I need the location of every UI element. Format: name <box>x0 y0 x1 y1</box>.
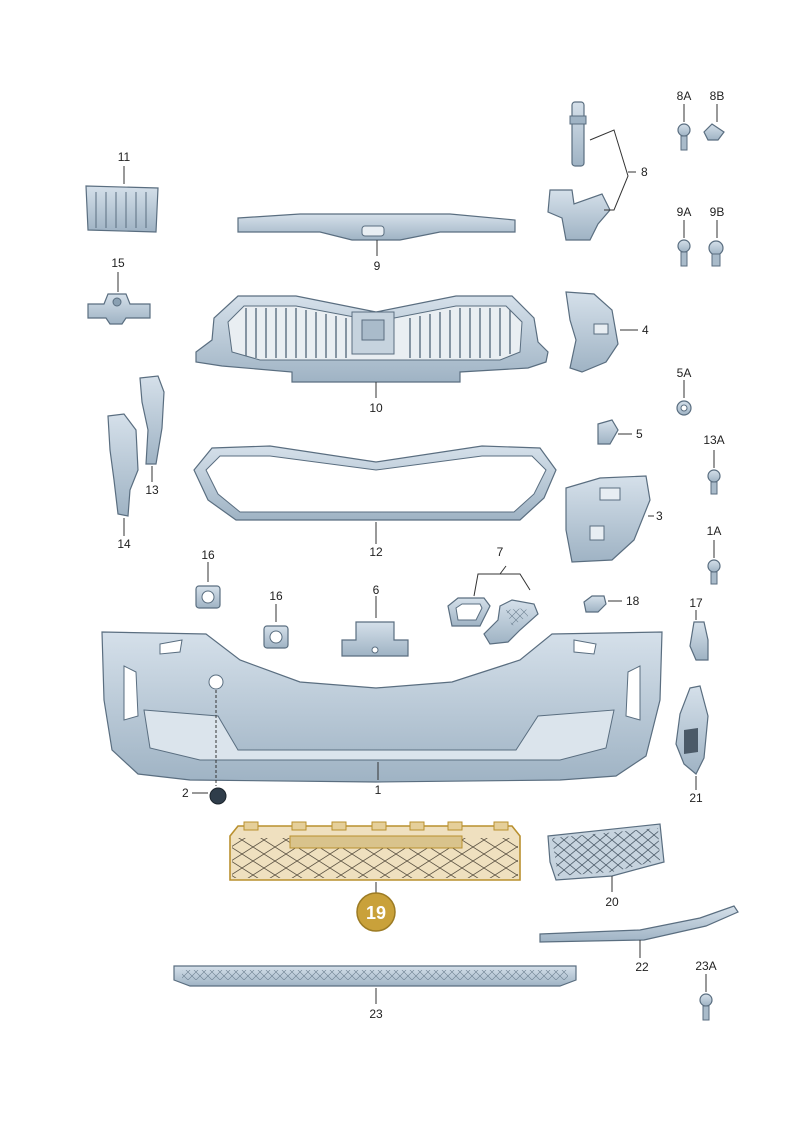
part-13a-screw <box>707 469 721 495</box>
part-6-sensor-bracket <box>341 621 409 657</box>
label-2: 2 <box>182 786 189 800</box>
part-17-bracket <box>689 621 709 661</box>
label-8: 8 <box>641 165 648 179</box>
part-8b-clip <box>703 123 725 141</box>
label-8b: 8B <box>710 89 725 103</box>
part-2-plug <box>209 787 227 805</box>
part-12-grille-frame <box>193 445 557 521</box>
part-8a-screw <box>677 123 691 151</box>
label-4: 4 <box>642 323 649 337</box>
label-7: 7 <box>497 545 504 559</box>
label-20: 20 <box>605 895 619 909</box>
label-18: 18 <box>626 594 640 608</box>
part-19-lower-grille <box>229 821 521 881</box>
label-11: 11 <box>118 150 131 164</box>
part-20-side-mesh <box>547 823 665 881</box>
part-9b-clip <box>708 240 724 267</box>
label-12: 12 <box>369 545 383 559</box>
label-5a: 5A <box>677 366 692 380</box>
part-14-bracket <box>107 413 139 517</box>
part-3-side-bracket <box>565 475 651 563</box>
label-22: 22 <box>635 960 649 974</box>
part-23-lower-spoiler <box>173 965 577 987</box>
label-3: 3 <box>656 509 663 523</box>
label-23: 23 <box>369 1007 383 1021</box>
label-16-left: 16 <box>201 548 215 562</box>
label-13: 13 <box>145 483 159 497</box>
label-13a: 13A <box>703 433 724 447</box>
part-8-bracket <box>547 189 611 241</box>
label-17: 17 <box>689 596 703 610</box>
part-16-cap-left <box>195 585 221 609</box>
part-9a-screw <box>677 239 691 267</box>
part-21-side-grille <box>675 685 709 775</box>
part-10-radiator-grille <box>195 295 549 383</box>
label-1a: 1A <box>707 524 722 538</box>
part-18-cover <box>583 595 607 613</box>
part-11-grille-insert <box>85 185 159 233</box>
label-19: 19 <box>366 903 386 923</box>
part-5-clip <box>597 419 619 445</box>
label-15: 15 <box>111 256 125 270</box>
part-15-bracket <box>87 293 151 325</box>
part-9-cross-member <box>237 213 516 241</box>
label-21: 21 <box>689 791 703 805</box>
label-9a: 9A <box>677 205 692 219</box>
label-16-right: 16 <box>269 589 283 603</box>
label-8a: 8A <box>677 89 692 103</box>
part-4-bracket <box>565 291 619 373</box>
label-6: 6 <box>373 583 380 597</box>
label-1: 1 <box>375 783 382 797</box>
label-14: 14 <box>117 537 131 551</box>
part-1a-screw <box>707 559 721 585</box>
label-9: 9 <box>374 259 381 273</box>
part-7-nozzle <box>483 599 539 645</box>
label-5: 5 <box>636 427 643 441</box>
callout-19-badge[interactable]: 19 <box>356 892 396 932</box>
label-9b: 9B <box>710 205 725 219</box>
part-5a-nut <box>676 400 692 416</box>
part-8-guide-pin <box>569 101 587 167</box>
part-7-cover <box>447 597 491 627</box>
part-1-bumper-cover <box>101 631 663 783</box>
label-23a: 23A <box>695 959 716 973</box>
part-13-bracket <box>139 375 165 465</box>
part-16-cap-right <box>263 625 289 649</box>
part-22-trim-strip <box>539 905 739 943</box>
part-23a-screw <box>699 993 713 1021</box>
label-10: 10 <box>369 401 383 415</box>
